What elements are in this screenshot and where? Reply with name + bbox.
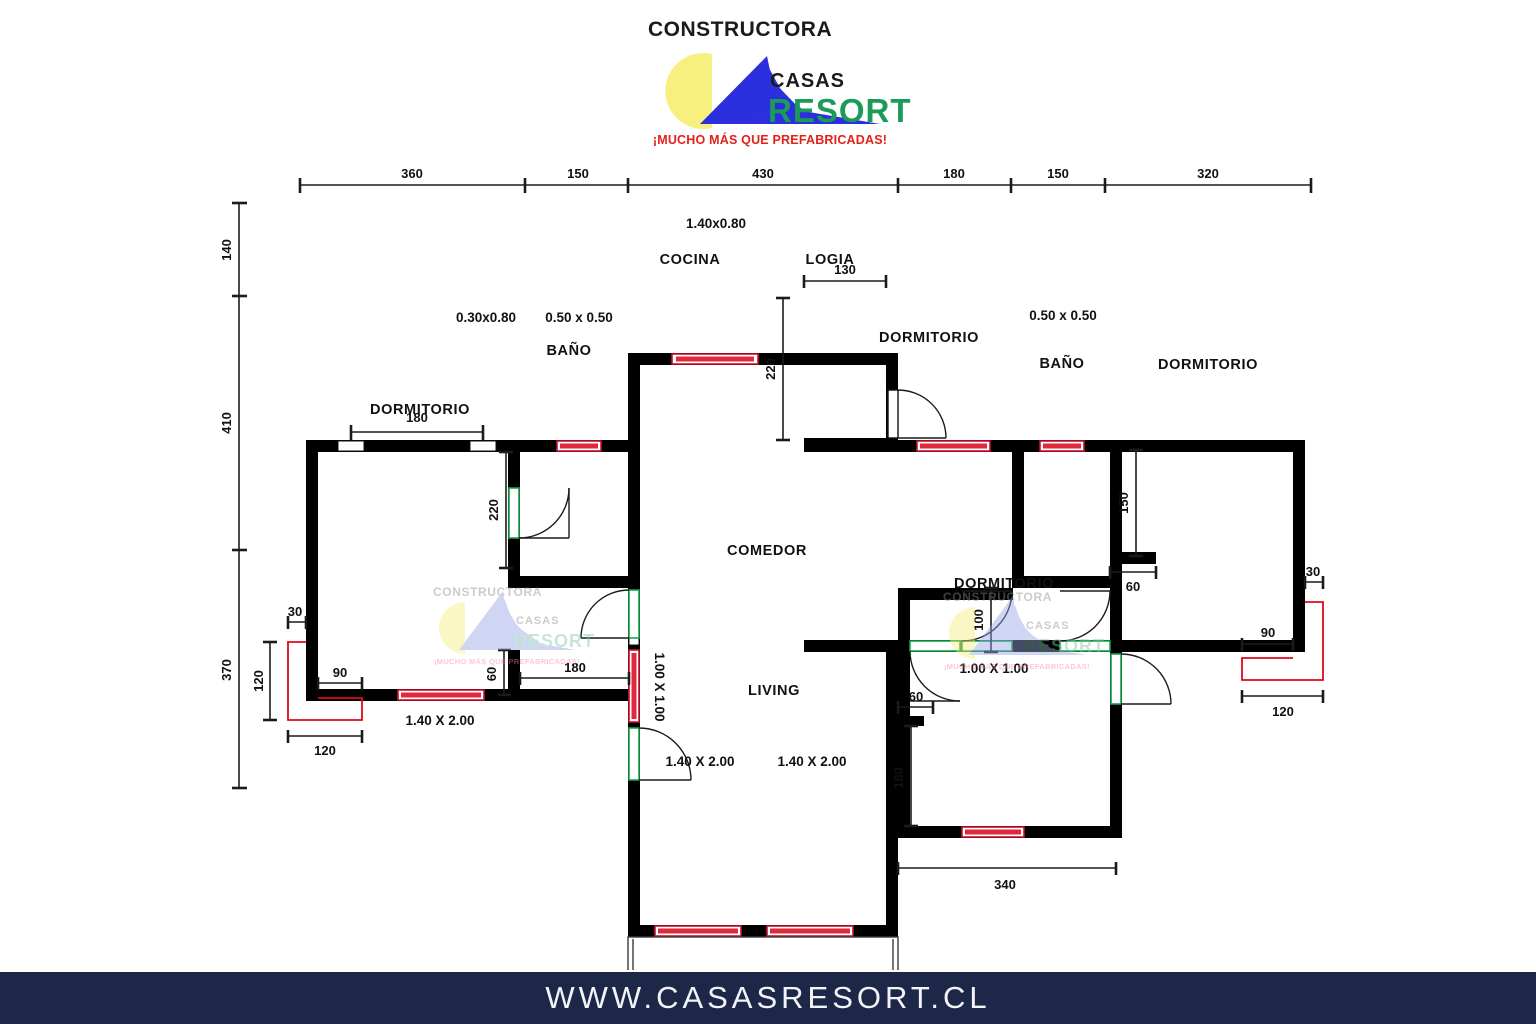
dim-left-180-low: 180 — [564, 660, 586, 675]
dim-dorm4-60: 60 — [909, 689, 923, 704]
note-dorm4-window: 1.00 X 1.00 — [959, 661, 1028, 676]
dim-left-30: 30 — [288, 604, 302, 619]
dimension-chain-top: 360 150 430 180 150 320 — [298, 166, 1313, 193]
logo-constructora-text: CONSTRUCTORA — [648, 18, 833, 41]
dim-cocina-220: 220 — [763, 358, 778, 380]
watermark-right-constructora: CONSTRUCTORA — [943, 590, 1052, 604]
dimension-chain-left: 140 410 370 — [219, 201, 247, 790]
watermark-right-casas: CASAS — [1026, 620, 1070, 632]
watermark-right-resort: RESORT — [1024, 636, 1105, 656]
room-label-bano-1: BAÑO — [546, 341, 591, 359]
watermark-left-resort: RESORT — [514, 631, 595, 651]
dim-right-120: 120 — [1272, 704, 1294, 719]
door-dorm3 — [1110, 653, 1122, 705]
footer-website-url[interactable]: WWW.CASASRESORT.CL — [545, 980, 991, 1015]
dim-dorm3-60: 60 — [1126, 579, 1140, 594]
door-bano2 — [1059, 640, 1111, 652]
dim-top-6: 320 — [1197, 166, 1219, 181]
room-labels: DORMITORIO BAÑO COCINA LOGIA DORMITORIO … — [370, 252, 1258, 699]
balcony-group — [287, 601, 1324, 721]
dim-left-120-h: 120 — [314, 743, 336, 758]
floor-plan-drawing: 360 150 430 180 150 320 140 410 370 — [219, 166, 1325, 970]
note-cocina-window: 1.40x0.80 — [686, 216, 746, 231]
dim-dorm4-340: 340 — [994, 877, 1016, 892]
watermark-left: CONSTRUCTORA CASAS RESORT ¡MUCHO MÁS QUE… — [433, 585, 595, 666]
dim-top-5: 150 — [1047, 166, 1069, 181]
dim-top-4: 180 — [943, 166, 965, 181]
logo-casas-text: CASAS — [770, 70, 846, 92]
window-dorm1-top-left — [337, 440, 365, 452]
room-label-cocina: COCINA — [660, 252, 721, 268]
dim-dorm3-150: 150 — [1116, 492, 1131, 514]
door-dorm4 — [909, 640, 961, 652]
room-label-comedor: COMEDOR — [727, 543, 807, 559]
note-dorm1-slider: 1.40 X 2.00 — [405, 713, 474, 728]
note-bano1-window: 0.50 x 0.50 — [545, 310, 613, 325]
balcony-left — [287, 641, 363, 721]
footer-bar: WWW.CASASRESORT.CL — [0, 972, 1536, 1024]
note-comedor-window: 1.00 X 1.00 — [652, 652, 667, 721]
note-living-left: 1.40 X 2.00 — [665, 754, 734, 769]
window-dorm1-top-right — [469, 440, 497, 452]
dim-left-2: 410 — [219, 412, 234, 434]
dim-right-90: 90 — [1261, 625, 1275, 640]
room-label-living: LIVING — [748, 683, 800, 699]
dim-top-1: 360 — [401, 166, 423, 181]
watermark-right: CONSTRUCTORA CASAS RESORT ¡MUCHO MÁS QUE… — [943, 590, 1105, 671]
door-dorm1 — [628, 589, 640, 639]
dim-dorm1-220: 220 — [486, 499, 501, 521]
dim-dorm1-top: 180 — [406, 410, 428, 425]
room-label-dormitorio-4: DORMITORIO — [954, 576, 1054, 592]
logo-resort-text: RESORT — [768, 92, 912, 129]
dim-left-60: 60 — [484, 667, 499, 681]
dim-right-30: 30 — [1306, 564, 1320, 579]
dim-top-2: 150 — [567, 166, 589, 181]
dim-logia-130: 130 — [834, 262, 856, 277]
windows-group — [337, 353, 1085, 937]
note-living-right: 1.40 X 2.00 — [777, 754, 846, 769]
watermark-left-slogan: ¡MUCHO MÁS QUE PREFABRICADAS! — [434, 657, 580, 666]
room-label-dormitorio-1: DORMITORIO — [370, 402, 470, 418]
dim-left-3: 370 — [219, 659, 234, 681]
dim-left-120-v: 120 — [251, 670, 266, 692]
note-bano2-window: 0.50 x 0.50 — [1029, 308, 1097, 323]
dim-top-3: 430 — [752, 166, 774, 181]
doors-group — [508, 389, 1172, 781]
dim-left-1: 140 — [219, 239, 234, 261]
dim-hall-100: 100 — [971, 609, 986, 631]
door-logia — [887, 389, 899, 439]
logo-sun-rays-icon — [665, 53, 880, 129]
opening-notes: 1.40x0.80 0.30x0.80 0.50 x 0.50 0.50 x 0… — [405, 216, 1096, 769]
room-label-logia: LOGIA — [806, 252, 855, 268]
dim-dorm4-180: 180 — [891, 767, 906, 789]
door-comedor — [628, 727, 640, 781]
door-bano1 — [508, 487, 520, 539]
brand-logo: CONSTRUCTORA CASAS RESORT ¡MUCHO MÁS QUE… — [640, 18, 911, 148]
watermark-right-slogan: ¡MUCHO MÁS QUE PREFABRICADAS! — [944, 662, 1090, 671]
balcony-right — [1241, 601, 1324, 681]
inner-dimensions: 180 220 30 120 90 120 — [251, 262, 1325, 892]
room-label-bano-2: BAÑO — [1039, 354, 1084, 372]
watermark-left-constructora: CONSTRUCTORA — [433, 585, 542, 599]
watermark-left-casas: CASAS — [516, 615, 560, 627]
logo-slogan-text: ¡MUCHO MÁS QUE PREFABRICADAS! — [652, 133, 888, 147]
dim-left-90: 90 — [333, 665, 347, 680]
room-label-dormitorio-2: DORMITORIO — [879, 330, 979, 346]
note-dorm1-window: 0.30x0.80 — [456, 310, 516, 325]
terrace — [627, 936, 899, 970]
room-label-dormitorio-3: DORMITORIO — [1158, 357, 1258, 373]
